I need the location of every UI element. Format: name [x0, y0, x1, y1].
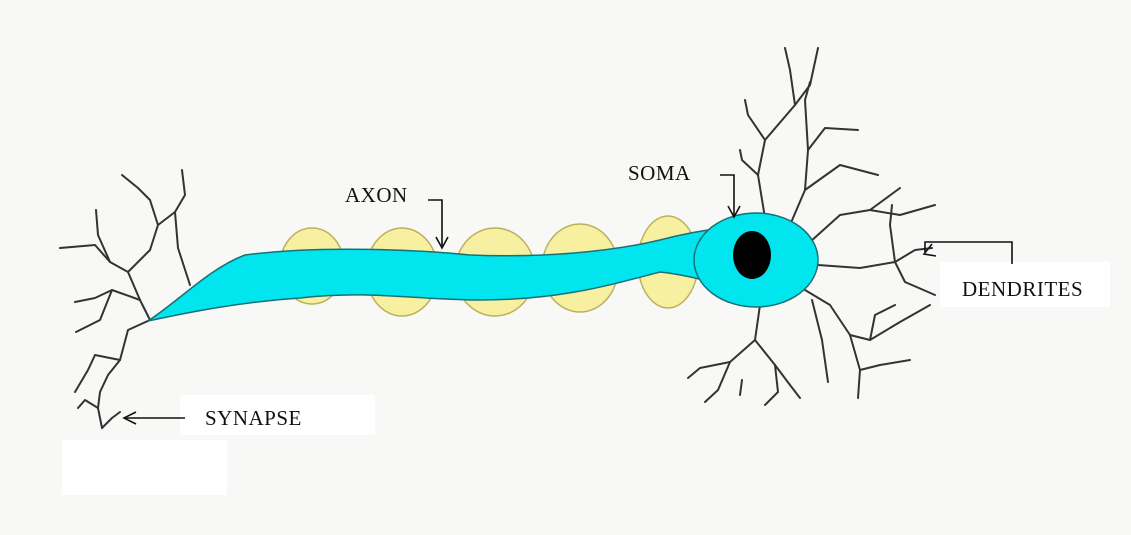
- axon-label: AXON: [345, 183, 408, 207]
- terminal-branch: [98, 320, 150, 428]
- dendrite-branch: [775, 365, 800, 398]
- dendrite-branch: [895, 262, 935, 295]
- synapse-label: SYNAPSE: [205, 406, 302, 430]
- dendrite-branch: [805, 290, 930, 340]
- dendrite-branch: [808, 128, 858, 150]
- dendrite-branch: [755, 340, 778, 405]
- dendrite-branch: [810, 188, 900, 242]
- dendrite-branch: [870, 305, 895, 340]
- axon-arrow: [428, 200, 442, 246]
- dendrite-branch: [688, 305, 760, 378]
- dendrite-branch: [870, 205, 935, 215]
- dendrite-branch: [805, 165, 878, 190]
- terminal-branch: [175, 212, 190, 285]
- dendrite-branch: [850, 335, 860, 398]
- dendrite-branch: [812, 300, 828, 382]
- dendrite-branch: [740, 150, 758, 175]
- terminal-branch: [102, 412, 120, 428]
- soma-arrow: [720, 175, 734, 215]
- dendrite-branch: [745, 100, 765, 140]
- terminal-branch: [75, 355, 120, 392]
- blank-patch: [62, 440, 227, 495]
- nucleus: [733, 231, 771, 279]
- dendrite-branch: [758, 48, 795, 218]
- dendrite-branch: [790, 82, 810, 225]
- dendrite-branch: [818, 248, 932, 268]
- dendrites-arrow: [925, 242, 1012, 264]
- soma-label: SOMA: [628, 161, 691, 185]
- terminal-branch: [158, 170, 185, 225]
- axon-terminal-branches: [60, 170, 190, 428]
- terminal-branch: [75, 290, 150, 320]
- dendrite-branch: [860, 360, 910, 370]
- dendrite-branch: [740, 380, 742, 395]
- dendrite-branch: [705, 362, 730, 402]
- terminal-branch: [78, 400, 98, 408]
- terminal-branch: [76, 290, 112, 332]
- terminal-branch: [122, 175, 158, 272]
- dendrites-label: DENDRITES: [962, 277, 1083, 301]
